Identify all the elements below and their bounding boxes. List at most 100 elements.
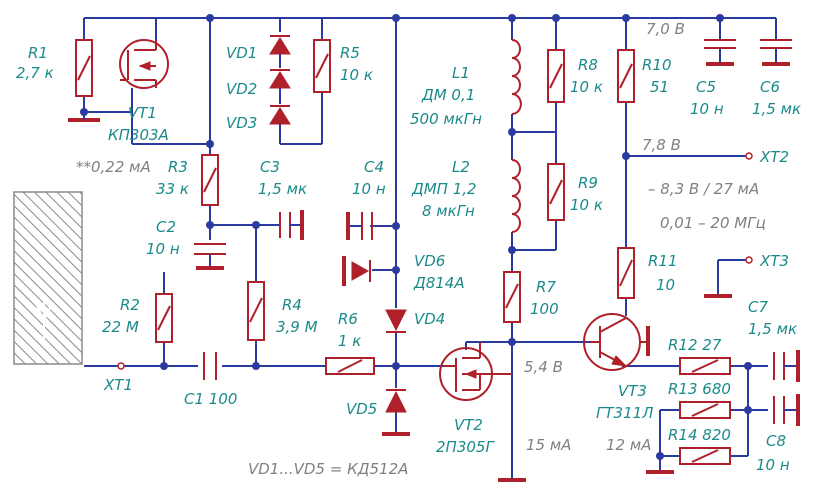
r3-value: 33 к — [156, 180, 189, 198]
vd4-name: VD4 — [414, 310, 445, 328]
r11-value: 10 — [656, 276, 675, 294]
resistor-r6 — [325, 357, 375, 375]
c7-value: 1,5 мк — [748, 320, 797, 338]
vd5-name: VD5 — [346, 400, 377, 418]
r1-value: 2,7 к — [16, 64, 54, 82]
c2-value: 10 н — [146, 240, 180, 258]
footnote: VD1...VD5 = КД512А — [248, 460, 408, 478]
capacitors — [194, 39, 800, 426]
diode-vd3 — [269, 105, 291, 130]
vt2-name: VT2 — [454, 416, 483, 434]
inductors — [511, 39, 522, 233]
c4-value: 10 н — [352, 180, 386, 198]
resistor-r14 — [679, 447, 731, 465]
r7-value: 100 — [530, 300, 559, 318]
transistors — [68, 39, 732, 482]
c8-name: C8 — [766, 432, 786, 450]
inductor-l1 — [511, 39, 522, 115]
diode-vd6 — [342, 256, 371, 286]
terminal-xt2 — [745, 152, 753, 160]
r7-name: R7 — [536, 278, 556, 296]
vd6-type: Д814А — [413, 274, 465, 292]
vd1-name: VD1 — [226, 44, 257, 62]
r8-name: R8 — [578, 56, 598, 74]
c1-label: C1 100 — [184, 390, 237, 408]
r4-value: 3,9 М — [276, 318, 318, 336]
c2-name: C2 — [156, 218, 176, 236]
c5-value: 10 н — [690, 100, 724, 118]
resistor-r9 — [547, 163, 565, 221]
voltage-7-0: 7,0 В — [646, 20, 685, 38]
vt3-name: VT3 — [618, 382, 647, 400]
diode-vd5 — [382, 389, 410, 436]
capacitor-c2 — [194, 243, 226, 270]
r6-name: R6 — [338, 310, 358, 328]
vt1-name: VT1 — [128, 104, 157, 122]
r11-name: R11 — [648, 252, 678, 270]
xt2-name: XT2 — [759, 148, 789, 166]
r2-name: R2 — [120, 296, 140, 314]
vt1-note: **0,22 мА — [76, 158, 151, 176]
voltage-5-4: 5,4 В — [524, 358, 563, 376]
transistor-vt3 — [583, 313, 650, 371]
c6-value: 1,5 мк — [752, 100, 801, 118]
diode-vd1 — [269, 35, 291, 68]
capacitor-c3 — [279, 210, 304, 240]
r6-value: 1 к — [338, 332, 361, 350]
terminal-xt3 — [745, 256, 753, 264]
vt3-type: ГТ311Л — [596, 404, 653, 422]
capacitor-c6 — [760, 39, 792, 66]
l1-value: 500 мкГн — [410, 110, 482, 128]
vt1-type: КП303А — [108, 126, 169, 144]
frequency-range: 0,01 – 20 МГц — [660, 214, 766, 232]
diode-vd4 — [385, 309, 407, 333]
r4-name: R4 — [282, 296, 302, 314]
antenna-shield — [13, 191, 83, 365]
l2-value: 8 мкГн — [422, 202, 475, 220]
r9-value: 10 к — [570, 196, 603, 214]
c7-name: C7 — [748, 298, 768, 316]
l1-name: L1 — [452, 64, 470, 82]
resistor-r8 — [547, 49, 565, 103]
vd2-name: VD2 — [226, 80, 257, 98]
resistor-r3 — [201, 154, 219, 206]
c3-name: C3 — [260, 158, 280, 176]
vt2-type: 2П305Г — [436, 438, 495, 456]
resistor-r5 — [313, 39, 331, 93]
transistor-vt2 — [439, 342, 512, 401]
c8-value: 10 н — [756, 456, 790, 474]
resistor-r10 — [617, 49, 635, 103]
r8-value: 10 к — [570, 78, 603, 96]
c5-name: C5 — [696, 78, 716, 96]
resistors — [75, 39, 731, 465]
r10-name: R10 — [642, 56, 672, 74]
vd6-name: VD6 — [414, 252, 445, 270]
terminals — [117, 152, 753, 370]
capacitor-c5 — [704, 39, 736, 66]
resistor-r4 — [247, 281, 265, 341]
diodes — [269, 35, 410, 436]
transistor-vt1 — [119, 39, 169, 112]
capacitor-c8 — [773, 394, 800, 426]
r5-value: 10 к — [340, 66, 373, 84]
capacitor-c1 — [203, 352, 217, 380]
r12-label: R12 27 — [668, 336, 722, 354]
resistor-r7 — [503, 271, 521, 323]
wires — [83, 17, 777, 478]
resistor-r1 — [75, 39, 93, 97]
capacitor-c7 — [773, 350, 800, 382]
r10-value: 51 — [650, 78, 669, 96]
inductor-l2 — [511, 159, 521, 233]
c4-name: C4 — [364, 158, 384, 176]
voltage-7-8: 7,8 В — [642, 136, 681, 154]
resistor-r2 — [155, 293, 173, 343]
r2-value: 22 М — [102, 318, 139, 336]
current-15: 15 мА — [526, 436, 571, 454]
r13-label: R13 680 — [668, 380, 731, 398]
r5-name: R5 — [340, 44, 360, 62]
r14-label: R14 820 — [668, 426, 731, 444]
labels: R1 2,7 к VT1 КП303А **0,22 мА R3 33 к VD… — [16, 20, 801, 478]
c6-name: C6 — [760, 78, 780, 96]
r1-name: R1 — [28, 44, 48, 62]
